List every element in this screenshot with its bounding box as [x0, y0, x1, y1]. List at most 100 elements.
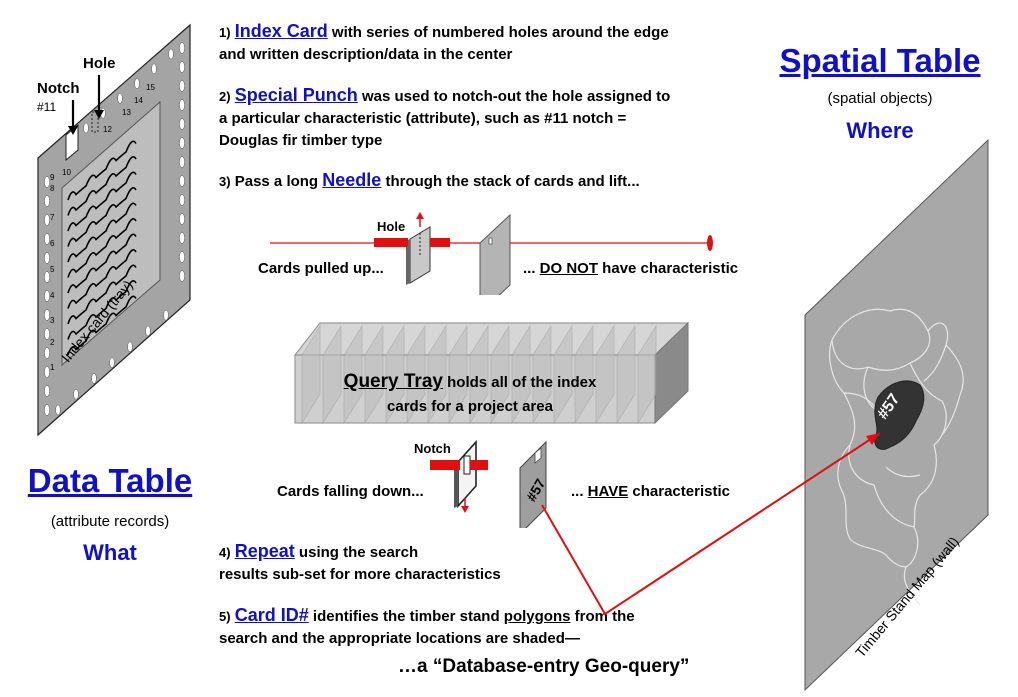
card-hole — [179, 42, 185, 54]
step-4-keyword: Repeat — [234, 541, 295, 561]
card-hole — [179, 194, 185, 206]
hole-number: 12 — [103, 125, 112, 134]
description-line — [67, 218, 137, 278]
tray-card — [448, 324, 468, 425]
card-hole — [179, 137, 185, 149]
tray-card — [469, 324, 489, 425]
spatial-table-title: Spatial Table — [779, 42, 981, 79]
card-hole — [179, 251, 185, 263]
step-2-keyword: Special Punch — [234, 85, 358, 105]
hole-number: 9 — [50, 173, 55, 182]
spatial-table-subtitle: (spatial objects) — [827, 90, 933, 107]
needle-hole-label: Hole — [377, 219, 406, 234]
tray-card — [532, 324, 552, 425]
cards-falling-down-label: Cards falling down... — [277, 483, 424, 500]
query-tray — [293, 321, 690, 425]
hole-number: 14 — [134, 96, 143, 105]
description-line — [67, 295, 137, 356]
card-hole — [179, 80, 185, 92]
description-line — [67, 156, 137, 216]
description-line — [67, 249, 137, 309]
tray-card — [511, 324, 531, 425]
tray-card — [322, 324, 342, 425]
description-line — [67, 187, 137, 247]
step-3: 3) Pass a long Needle through the stack … — [219, 170, 640, 190]
falling-needle-bar-left — [430, 460, 460, 470]
card-hole — [179, 118, 185, 130]
falling-card-side — [454, 462, 458, 508]
description-line — [67, 264, 137, 325]
have-label: ... HAVE characteristic — [571, 483, 730, 500]
data-table-title: Data Table — [27, 462, 193, 499]
card-hole — [179, 270, 185, 282]
tray-card — [406, 324, 426, 425]
hole-number: 3 — [50, 316, 55, 325]
description-line — [67, 202, 137, 263]
hole-number: 15 — [146, 83, 155, 92]
card-hole — [73, 388, 79, 400]
falling-notch-label: Notch — [414, 441, 451, 456]
card-hole — [44, 233, 50, 245]
card-hole — [168, 48, 174, 60]
query-tray-text: Query Tray holds all of the index cards … — [343, 371, 597, 415]
do-not-have-label: ... DO NOT have characteristic — [523, 260, 739, 277]
hole-number: 6 — [50, 239, 55, 248]
card-hole — [134, 78, 140, 89]
geo-query-caption: …a “Database-entry Geo-query” — [398, 656, 690, 677]
card-hole — [44, 195, 50, 207]
hole-number: 13 — [122, 108, 131, 117]
needle-eye — [707, 235, 713, 251]
spatial-table-where: Where — [846, 118, 914, 143]
unmoved-card — [479, 213, 511, 295]
card-hole — [44, 214, 50, 226]
data-table-subtitle: (attribute records) — [50, 513, 170, 530]
card-holes — [44, 42, 185, 416]
cards-pulled-up-label: Cards pulled up... — [258, 260, 384, 277]
card-hole — [44, 366, 50, 378]
lifted-card-side — [406, 239, 410, 285]
step-1: 1) Index Card with series of numbered ho… — [219, 21, 669, 63]
tray-card — [385, 324, 405, 425]
tray-cards — [301, 324, 657, 425]
card-hole — [117, 93, 123, 104]
description-line — [67, 280, 137, 340]
card-hole — [44, 271, 50, 283]
notch-label: Notch — [37, 80, 80, 97]
card-57-notch — [534, 447, 542, 464]
fall-arrow-head — [461, 506, 469, 513]
card-hole — [44, 290, 50, 302]
hole-arrow-head — [94, 110, 104, 119]
tray-card — [553, 324, 573, 425]
card-hole — [127, 341, 133, 353]
card-hole — [145, 325, 151, 337]
card-hole — [179, 156, 185, 168]
card-hole — [91, 373, 97, 384]
hole-number: 8 — [50, 184, 55, 193]
card-hole — [179, 175, 185, 187]
hole-number: 10 — [62, 168, 71, 177]
step-4: 4) Repeat using the search results sub-s… — [219, 541, 501, 583]
step-5: 5) Card ID# identifies the timber stand … — [219, 605, 635, 647]
hole-number: 5 — [50, 265, 55, 274]
needle-bar-right — [430, 238, 450, 247]
card-hole — [44, 347, 50, 359]
card-hole — [83, 122, 89, 134]
card-hole — [179, 61, 185, 73]
step-5-keyword: Card ID# — [234, 605, 309, 625]
tray-card — [427, 324, 447, 425]
tray-card — [343, 324, 363, 425]
card-hole — [179, 232, 185, 244]
query-tray-title: Query Tray — [343, 371, 443, 392]
needle-diagram — [270, 212, 713, 295]
card-hole — [55, 404, 61, 416]
card-hole — [151, 63, 157, 75]
description-line — [67, 233, 137, 294]
card-hole — [179, 99, 185, 111]
description-line — [67, 171, 137, 232]
card-hole — [179, 213, 185, 225]
card-hole — [44, 385, 50, 397]
hole-number: 7 — [50, 213, 55, 222]
step-2: 2) Special Punch was used to notch-out t… — [219, 85, 671, 149]
